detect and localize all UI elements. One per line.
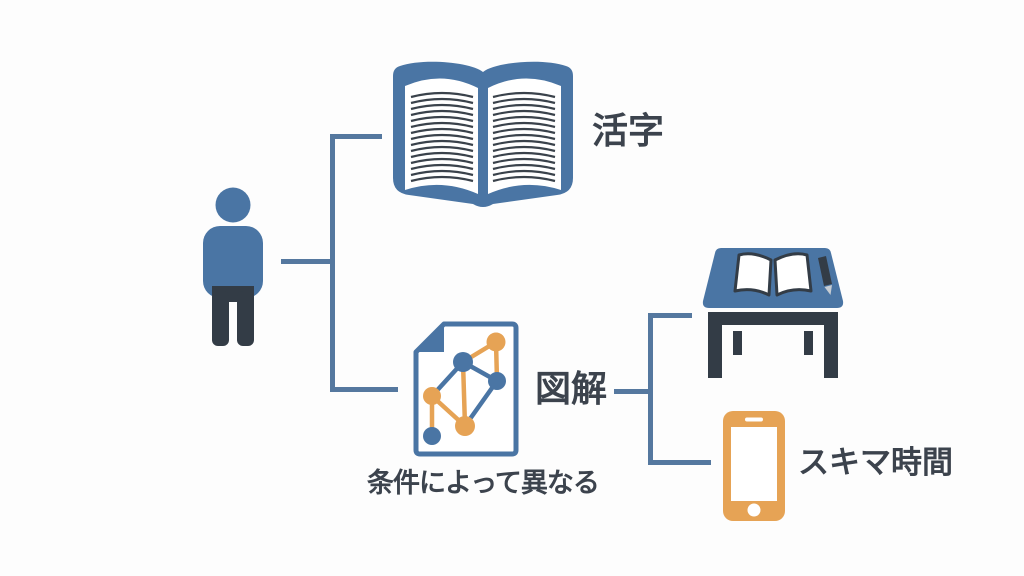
connector-right-bracket-bottom-arm xyxy=(651,460,711,465)
connector-left-bracket-vertical xyxy=(330,134,335,392)
phone-home-button xyxy=(747,503,761,517)
desk-book-right-page xyxy=(773,252,813,297)
connector-right-bracket-vertical xyxy=(648,313,653,465)
desk-leg-left xyxy=(708,312,722,378)
desk-inner-leg-right xyxy=(804,331,813,355)
desk-leg-right xyxy=(824,312,838,378)
label-zukai: 図解 xyxy=(535,368,608,409)
desk-book-left-page xyxy=(733,252,773,297)
open-book-icon xyxy=(393,61,573,207)
connector-right-bracket-top-arm xyxy=(651,313,692,318)
phone-speaker xyxy=(745,417,763,422)
label-sukima: スキマ時間 xyxy=(798,445,953,480)
network-nodes xyxy=(423,332,506,445)
desk-inner-leg-left xyxy=(733,331,742,355)
connector-left-bracket-top-arm xyxy=(333,134,382,139)
connector-zukai-arm xyxy=(614,389,653,394)
person-leg-right xyxy=(237,291,254,346)
smartphone-icon xyxy=(723,411,785,521)
person-head xyxy=(215,187,251,223)
desk-apron xyxy=(708,312,838,325)
phone-screen xyxy=(731,427,777,501)
study-desk-icon xyxy=(702,248,844,378)
person-torso xyxy=(203,226,263,298)
document-folded-corner xyxy=(416,324,444,352)
label-katsuji: 活字 xyxy=(592,110,665,151)
label-condition-note: 条件によって異なる xyxy=(367,468,600,498)
diagram-document-icon xyxy=(413,321,519,457)
person-leg-left xyxy=(212,291,229,346)
connector-left-bracket-bottom-arm xyxy=(333,387,398,392)
person-icon xyxy=(203,187,263,346)
connector-person-arm xyxy=(281,259,333,264)
pencil-tip xyxy=(824,285,832,295)
pencil-icon xyxy=(818,256,832,286)
